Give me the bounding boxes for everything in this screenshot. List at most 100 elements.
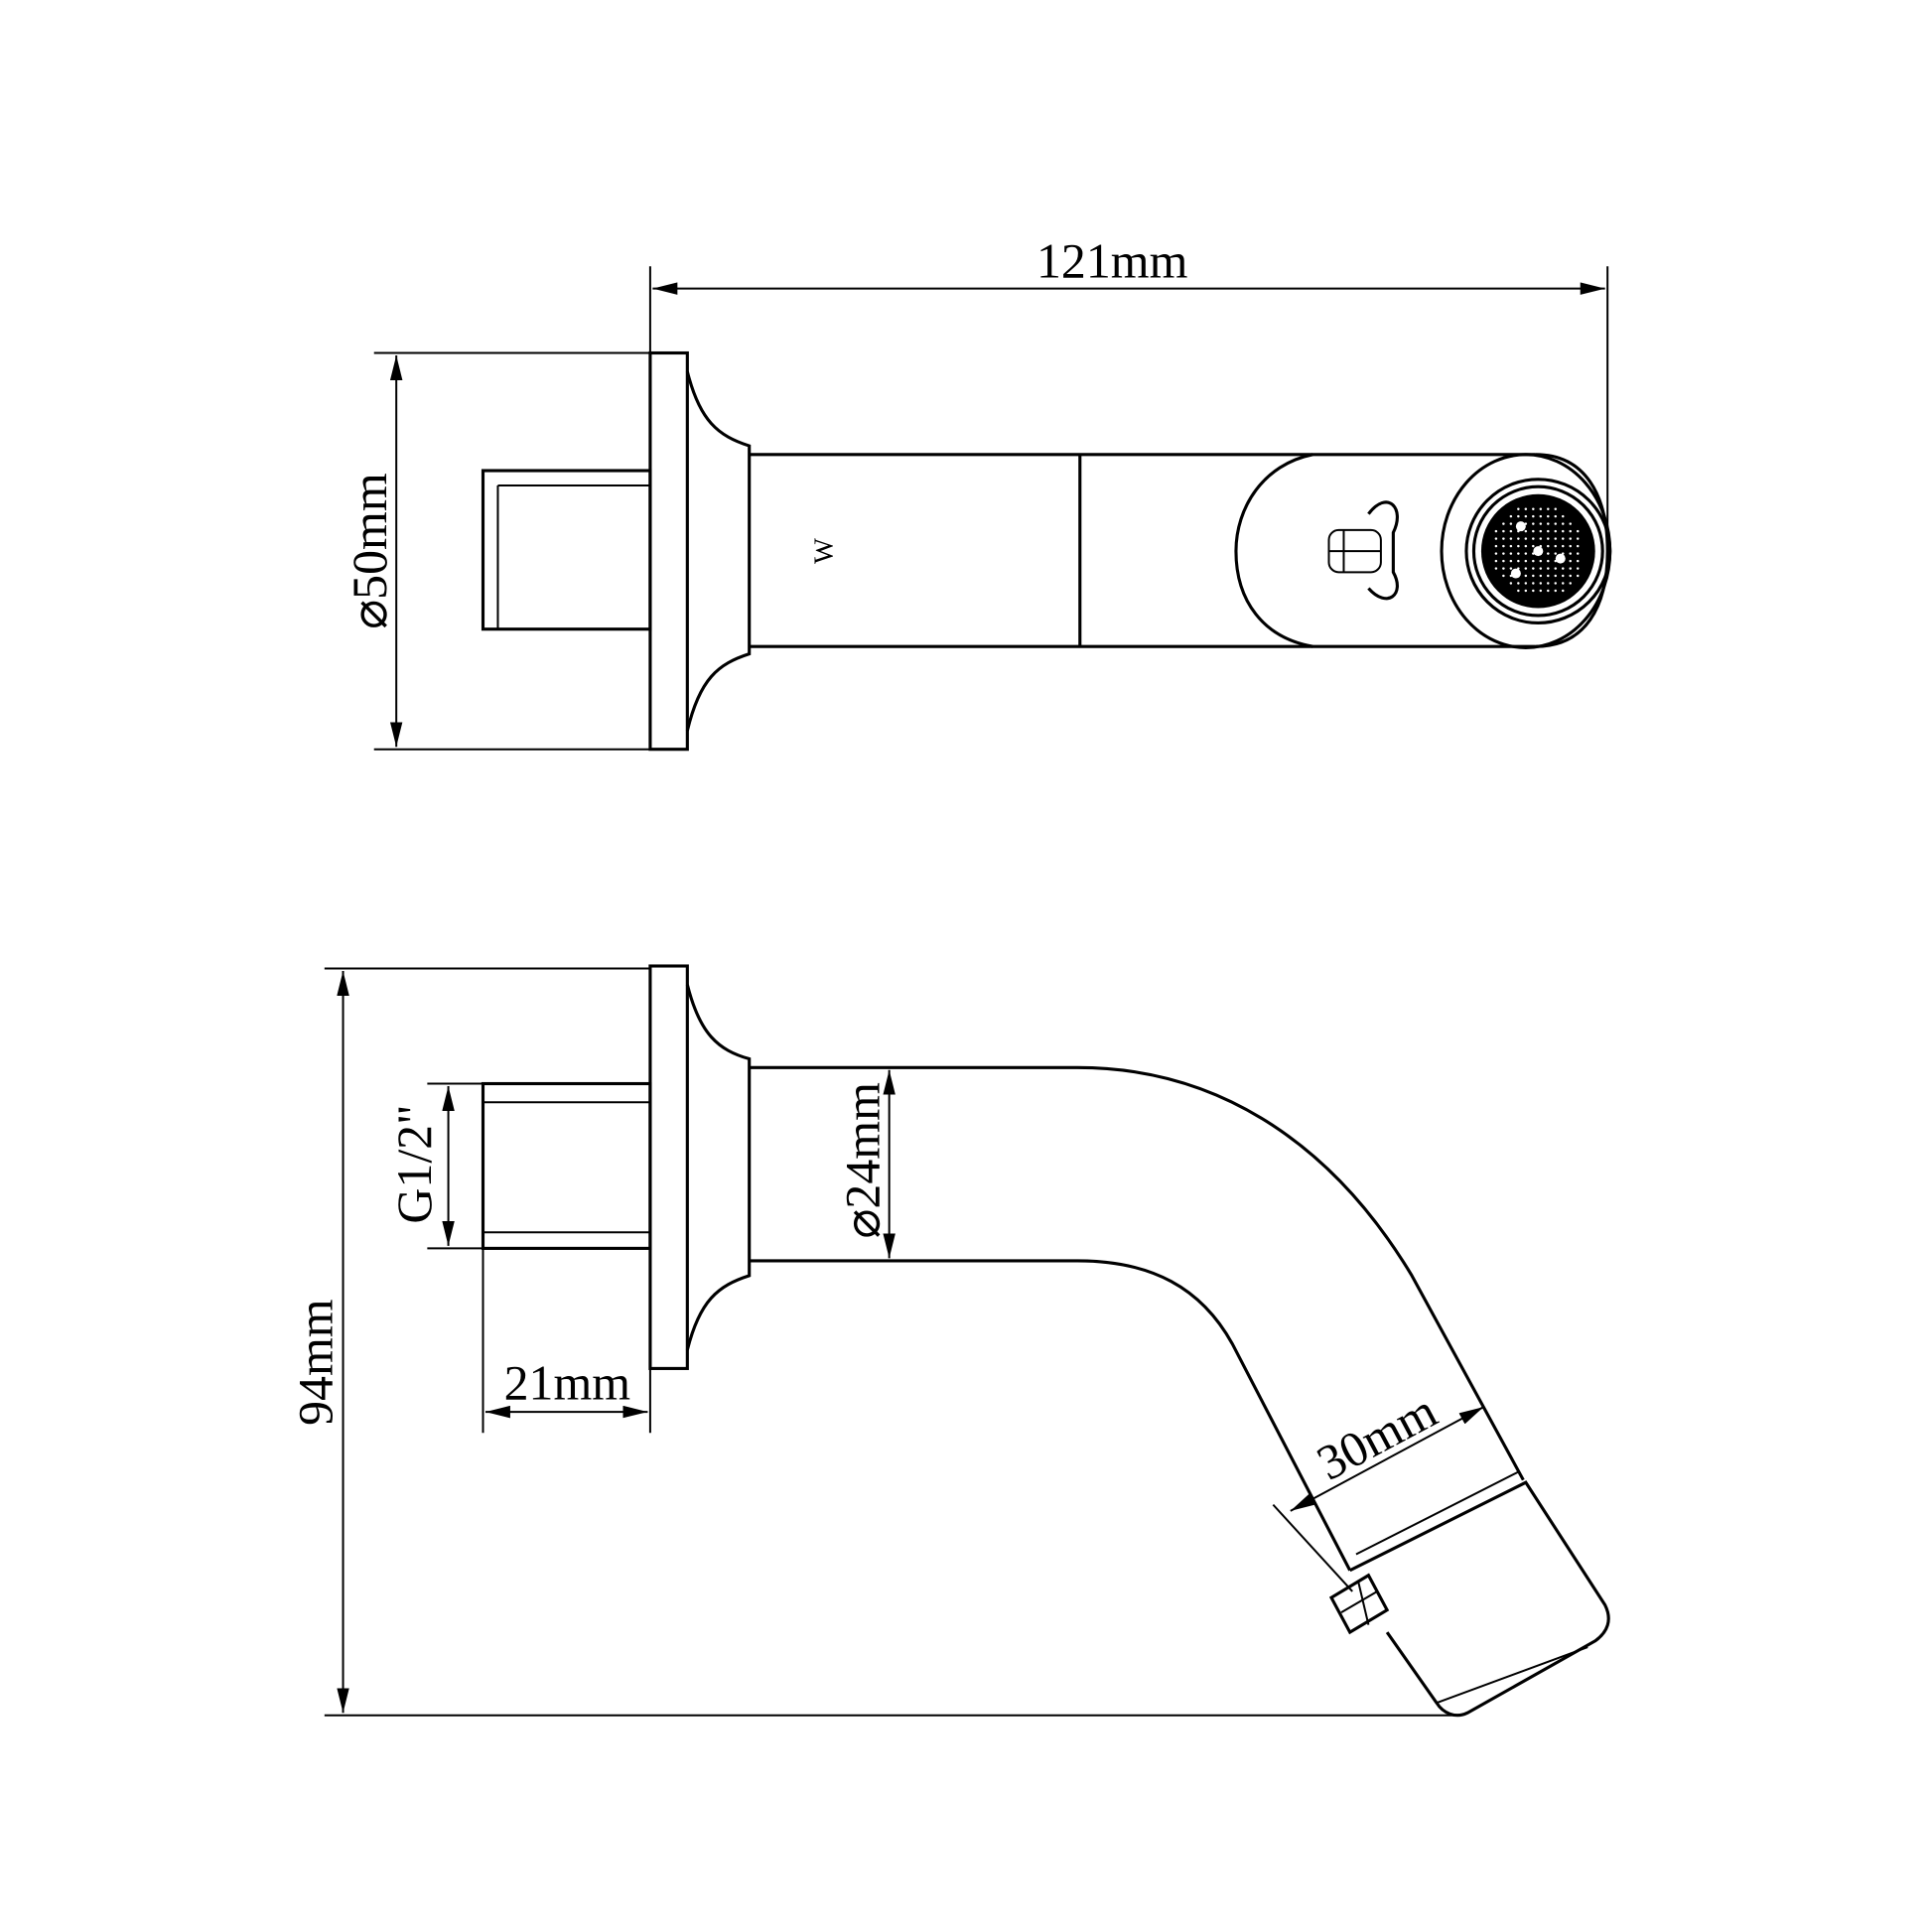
aerator-mesh-dot: [1517, 582, 1520, 585]
aerator-mesh-dot: [1576, 544, 1580, 548]
aerator-outlet-hole: [1510, 568, 1521, 579]
aerator-mesh-dot: [1509, 544, 1513, 548]
dimension-label-length: 121mm: [1036, 233, 1188, 288]
aerator-mesh-dot: [1502, 552, 1505, 555]
aerator-outlet-hole: [1533, 546, 1544, 557]
aerator-mesh-dot: [1494, 544, 1498, 548]
aerator-mesh-dot: [1517, 544, 1520, 548]
aerator-mesh-dot: [1569, 529, 1572, 533]
aerator-mesh-dot: [1547, 529, 1550, 533]
aerator-mesh-dot: [1554, 589, 1558, 593]
aerator-mesh-dot: [1502, 522, 1505, 525]
aerator-mesh-dot: [1517, 514, 1520, 518]
aerator-mesh-dot: [1509, 567, 1513, 570]
aerator-mesh-dot: [1576, 537, 1580, 540]
aerator-mesh-dot: [1539, 514, 1543, 518]
aerator-mesh-dot: [1539, 567, 1543, 570]
aerator-mesh-dot: [1524, 507, 1528, 510]
aerator-mesh-dot: [1554, 552, 1558, 555]
aerator-mesh-dot: [1547, 507, 1550, 510]
aerator-outlet-hole: [1515, 521, 1526, 532]
aerator-mesh-dot: [1539, 529, 1543, 533]
aerator-mesh-dot: [1509, 582, 1513, 585]
dimension-label-height: 94mm: [288, 1299, 343, 1426]
aerator-mesh-dot: [1576, 567, 1580, 570]
aerator-mesh-dot: [1502, 574, 1505, 578]
aerator-mesh-dot: [1532, 537, 1535, 540]
aerator-mesh-dot: [1554, 529, 1558, 533]
aerator-mesh-dot: [1569, 567, 1572, 570]
dimension-30mm: 30mm: [1272, 1383, 1484, 1592]
aerator-icon: [1464, 478, 1612, 625]
aerator-mesh-dot: [1524, 589, 1528, 593]
aerator-mesh-dot: [1562, 582, 1565, 585]
dimension-thread: G1/2": [387, 1082, 483, 1250]
aerator-mesh-dot: [1494, 529, 1498, 533]
aerator-mesh-dot: [1562, 574, 1565, 578]
aerator-mesh-dot: [1539, 537, 1543, 540]
sensor-side: [1328, 1573, 1390, 1635]
aerator-mesh-dot: [1502, 529, 1505, 533]
aerator-mesh-dot: [1509, 529, 1513, 533]
dimension-label-pipe-diameter: ⌀24mm: [836, 1082, 891, 1239]
aerator-mesh-dot: [1547, 544, 1550, 548]
aerator-mesh-dot: [1524, 537, 1528, 540]
top-view: 121mm ⌀50mm W: [343, 233, 1612, 752]
aerator-mesh-dot: [1532, 544, 1535, 548]
dimension-21mm: 21mm: [482, 1248, 651, 1434]
aerator-mesh-dot: [1509, 514, 1513, 518]
dimension-label-thread: G1/2": [387, 1105, 442, 1224]
aerator-mesh-dot: [1509, 552, 1513, 555]
aerator-mesh-dot: [1517, 537, 1520, 540]
aerator-mesh-dot: [1532, 522, 1535, 525]
aerator-mesh-dot: [1532, 507, 1535, 510]
brand-mark: W: [808, 538, 838, 564]
dimension-24mm: ⌀24mm: [836, 1069, 896, 1259]
aerator-mesh-dot: [1539, 589, 1543, 593]
aerator-mesh-dot: [1547, 514, 1550, 518]
aerator-mesh-dot: [1562, 537, 1565, 540]
aerator-mesh-dot: [1554, 574, 1558, 578]
aerator-mesh-dot: [1554, 544, 1558, 548]
thread-side: [481, 1081, 652, 1250]
aerator-mesh-dot: [1547, 574, 1550, 578]
aerator-mesh-dot: [1509, 522, 1513, 525]
aerator-mesh-dot: [1502, 544, 1505, 548]
aerator-mesh-dot: [1547, 537, 1550, 540]
aerator-mesh-dot: [1532, 559, 1535, 563]
aerator-mesh-dot: [1524, 582, 1528, 585]
aerator-mesh-dot: [1524, 559, 1528, 563]
aerator-mesh-dot: [1547, 552, 1550, 555]
dimension-121mm: 121mm: [648, 233, 1609, 535]
aerator-mesh-dot: [1494, 567, 1498, 570]
aerator-mesh-dot: [1532, 529, 1535, 533]
aerator-mesh-dot: [1517, 507, 1520, 510]
aerator-mesh-dot: [1524, 514, 1528, 518]
aerator-mesh-dot: [1524, 567, 1528, 570]
aerator-mesh-dot: [1532, 582, 1535, 585]
aerator-mesh-dot: [1502, 537, 1505, 540]
aerator-mesh-dot: [1494, 559, 1498, 563]
side-view: 94mm G1/2" 21mm ⌀24mm: [288, 964, 1610, 1718]
aerator-mesh-dot: [1576, 574, 1580, 578]
flange: [648, 350, 752, 752]
spout-pipe: W: [749, 453, 1612, 649]
aerator-mesh-dot: [1554, 507, 1558, 510]
aerator-mesh-dot: [1539, 574, 1543, 578]
dimension-label-thread-length: 21mm: [504, 1356, 631, 1411]
aerator-mesh-dot: [1547, 582, 1550, 585]
aerator-mesh-dot: [1532, 574, 1535, 578]
thread: [481, 469, 652, 631]
aerator-mesh-dot: [1562, 567, 1565, 570]
aerator-mesh-dot: [1554, 522, 1558, 525]
aerator-mesh-dot: [1547, 522, 1550, 525]
aerator-mesh-dot: [1562, 529, 1565, 533]
aerator-mesh-dot: [1509, 559, 1513, 563]
aerator-mesh-dot: [1539, 582, 1543, 585]
aerator-mesh-dot: [1562, 544, 1565, 548]
dimension-label-head-length: 30mm: [1309, 1383, 1447, 1490]
aerator-mesh-dot: [1576, 529, 1580, 533]
aerator-mesh-dot: [1517, 559, 1520, 563]
aerator-mesh-dot: [1576, 552, 1580, 555]
